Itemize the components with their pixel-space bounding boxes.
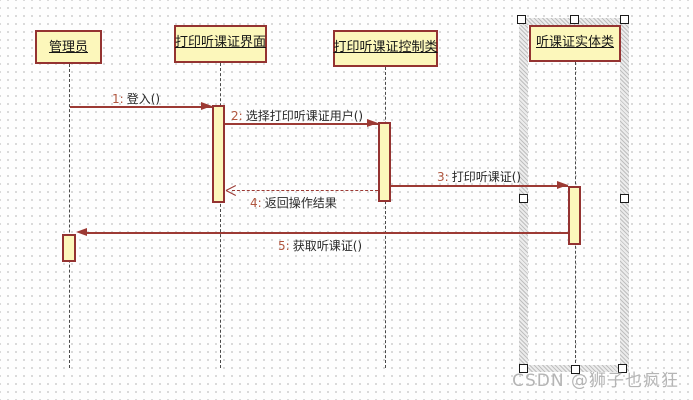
message-seq-4: 4:: [250, 196, 262, 210]
lifeline-label-print-ui: 打印听课证界面: [175, 35, 267, 50]
lifeline-line-print-control[interactable]: [385, 67, 386, 368]
arrowhead-icon: [367, 119, 378, 127]
lifeline-line-admin[interactable]: [69, 64, 70, 368]
activation-bar-print-ui[interactable]: [212, 105, 225, 203]
message-seq-3: 3:: [437, 170, 449, 184]
arrowhead-icon: [76, 228, 87, 236]
selection-handle-top-left[interactable]: [517, 15, 526, 24]
arrowhead-icon: [201, 102, 212, 110]
lifeline-line-print-ui[interactable]: [220, 63, 221, 368]
message-line-4-return[interactable]: [232, 190, 378, 191]
message-label-3[interactable]: 3:打印听课证(): [437, 168, 521, 185]
message-seq-5: 5:: [278, 239, 290, 253]
lifeline-label-print-control: 打印听课证控制类: [333, 40, 438, 55]
selection-handle-top-center[interactable]: [570, 15, 579, 24]
message-text-5: 获取听课证(): [292, 239, 363, 253]
open-arrowhead-icon: [226, 184, 237, 196]
message-seq-2: 2:: [231, 109, 243, 123]
lifeline-head-entity-card[interactable]: 听课证实体类: [529, 25, 621, 62]
arrowhead-icon: [557, 181, 568, 189]
selection-handle-bottom-right[interactable]: [618, 364, 627, 373]
selection-handle-top-right[interactable]: [620, 15, 629, 24]
activation-bar-admin[interactable]: [62, 234, 76, 262]
message-text-2: 选择打印听课证用户(): [245, 109, 364, 123]
lifeline-head-print-control[interactable]: 打印听课证控制类: [333, 30, 438, 67]
selection-handle-mid-right[interactable]: [620, 194, 629, 203]
message-label-5[interactable]: 5:获取听课证(): [278, 237, 362, 254]
message-label-4[interactable]: 4:返回操作结果: [250, 194, 337, 211]
selection-handle-mid-left[interactable]: [519, 194, 528, 203]
message-line-3[interactable]: [391, 185, 568, 187]
message-text-4: 返回操作结果: [264, 196, 337, 210]
message-label-1[interactable]: 1:登入(): [112, 90, 160, 107]
selection-handle-bottom-center[interactable]: [571, 365, 580, 374]
lifeline-head-admin[interactable]: 管理员: [35, 30, 102, 64]
message-line-1[interactable]: [70, 106, 212, 108]
lifeline-label-entity-card: 听课证实体类: [535, 35, 614, 50]
lifeline-head-print-ui[interactable]: 打印听课证界面: [174, 25, 267, 63]
activation-bar-entity-card[interactable]: [568, 186, 581, 245]
message-text-3: 打印听课证(): [451, 170, 522, 184]
message-text-1: 登入(): [126, 92, 161, 106]
message-label-2[interactable]: 2:选择打印听课证用户(): [231, 107, 363, 124]
selection-handle-bottom-left[interactable]: [519, 364, 528, 373]
message-line-5[interactable]: [86, 232, 568, 234]
csdn-watermark: CSDN @狮子也疯狂: [512, 371, 679, 391]
lifeline-label-admin: 管理员: [48, 40, 88, 55]
message-seq-1: 1:: [112, 92, 124, 106]
message-line-2[interactable]: [225, 123, 378, 125]
activation-bar-print-control[interactable]: [378, 122, 391, 202]
